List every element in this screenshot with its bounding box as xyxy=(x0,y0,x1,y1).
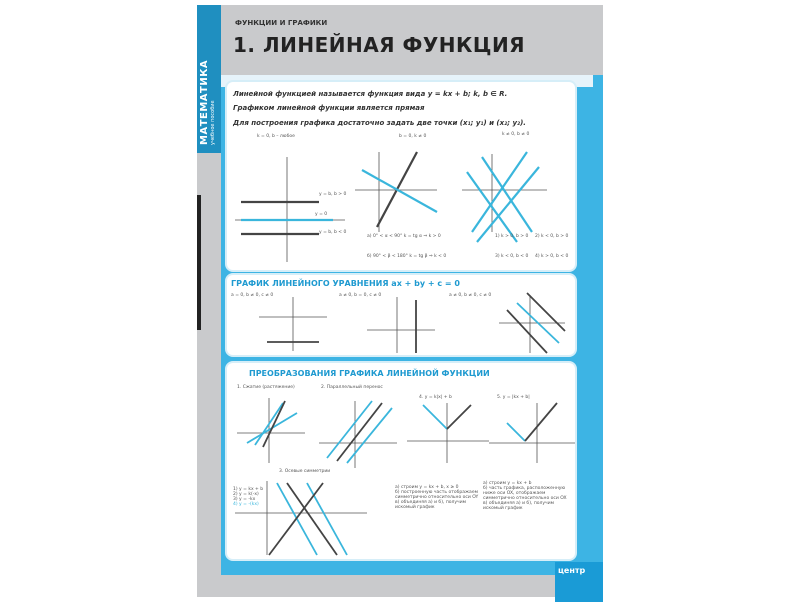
graphs-k-b xyxy=(235,151,547,262)
list-item: 1) y = kx + b xyxy=(233,487,264,492)
transform-title: 2. Параллельный перенос xyxy=(321,385,383,390)
publisher-logo: центр xyxy=(555,562,603,602)
page-title: 1. ЛИНЕЙНАЯ ФУНКЦИЯ xyxy=(233,33,526,57)
list-item: 2) y = k(-x) xyxy=(233,492,259,497)
transform-title: 1. Сжатие (растяжение) xyxy=(237,385,295,390)
side-title: МАТЕМАТИКА xyxy=(199,59,210,145)
list-item: б) построенную часть отображаем симметри… xyxy=(395,490,479,500)
list-item: 4) y = -(kx) xyxy=(233,502,259,507)
list-item: а) строим y = kx + b xyxy=(483,481,532,486)
transform-title: 4. y = k|x| + b xyxy=(419,395,452,400)
list-item: 3) y = -kx xyxy=(233,497,256,502)
overline: ФУНКЦИИ И ГРАФИКИ xyxy=(235,19,328,27)
transform-title: 5. y = |kx + b| xyxy=(497,395,530,400)
case-label: a ≠ 0, b = 0, c ≠ 0 xyxy=(339,293,382,298)
definition-line: Линейной функцией называется функция вид… xyxy=(233,90,508,98)
steps-list-5: а) строим y = kx + b б) часть графика, р… xyxy=(483,481,571,511)
sign-case: 2) k < 0, b > 0 xyxy=(535,234,569,239)
sign-case: 1) k > 0, b > 0 xyxy=(495,234,529,239)
line-label: y = b, b < 0 xyxy=(319,230,347,235)
line-label: y = 0 xyxy=(315,212,328,217)
list-item: а) строим y = kx + b, x ≥ 0 xyxy=(395,485,459,490)
list-item: в) объединяя а) и б), получим искомый гр… xyxy=(483,501,555,511)
angle-case: б) 90° < β < 180° k = tg β ⇒ k < 0 xyxy=(367,254,447,259)
list-item: в) объединяя а) и б), получим искомый гр… xyxy=(395,500,467,510)
side-subtitle: учебное пособие xyxy=(210,100,216,145)
definition-line: Для построения графика достаточно задать… xyxy=(233,119,526,127)
case-label: b = 0, k ≠ 0 xyxy=(399,134,427,139)
definition-card: Линейной функцией называется функция вид… xyxy=(225,80,577,272)
case-label: k ≠ 0, b ≠ 0 xyxy=(502,132,530,137)
edge-strip xyxy=(197,195,201,330)
steps-list-4: а) строим y = kx + b, x ≥ 0 б) построенн… xyxy=(395,485,479,510)
transformations-card: ПРЕОБРАЗОВАНИЯ ГРАФИКА ЛИНЕЙНОЙ ФУНКЦИИ … xyxy=(225,361,577,561)
transformation-graphs xyxy=(235,398,575,556)
transform-title: 3. Осевые симметрии xyxy=(279,469,331,474)
case-label: a ≠ 0, b ≠ 0, c ≠ 0 xyxy=(449,293,492,298)
line-label: y = b, b > 0 xyxy=(319,192,347,197)
sign-case: 4) k > 0, b < 0 xyxy=(535,254,569,259)
symmetry-list: 1) y = kx + b 2) y = k(-x) 3) y = -kx 4)… xyxy=(233,487,263,507)
case-label: k = 0, b – любое xyxy=(257,134,295,139)
angle-case: а) 0° < α < 90° k = tg α ⇒ k > 0 xyxy=(367,234,441,239)
definition-line: Графиком линейной функции является пряма… xyxy=(233,104,425,112)
section-heading: ПРЕОБРАЗОВАНИЯ ГРАФИКА ЛИНЕЙНОЙ ФУНКЦИИ xyxy=(249,369,490,378)
section-heading: ГРАФИК ЛИНЕЙНОГО УРАВНЕНИЯ ax + by + c =… xyxy=(231,279,460,288)
equation-graphs xyxy=(259,292,566,354)
list-item: б) часть графика, расположенную ниже оси… xyxy=(483,486,567,501)
case-label: a = 0, b ≠ 0, c ≠ 0 xyxy=(231,293,274,298)
logo-text: центр xyxy=(558,566,586,575)
sign-case: 3) k < 0, b < 0 xyxy=(495,254,529,259)
linear-equation-card: ГРАФИК ЛИНЕЙНОГО УРАВНЕНИЯ ax + by + c =… xyxy=(225,273,577,357)
